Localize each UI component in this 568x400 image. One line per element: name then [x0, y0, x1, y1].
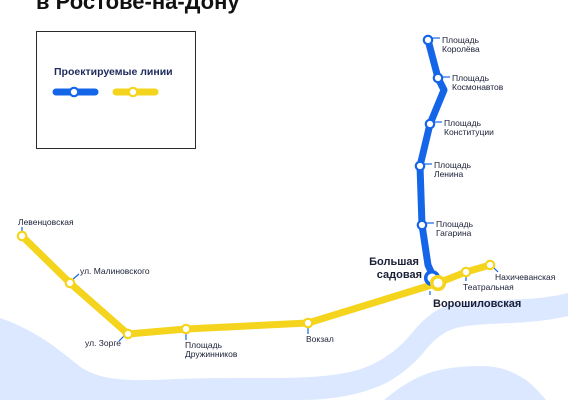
station-teatralnaya[interactable] — [460, 266, 472, 278]
river — [0, 293, 568, 400]
station-levencovskaya[interactable] — [16, 230, 28, 242]
label-teatralnaya: Театральная — [463, 282, 514, 292]
label-gagarina: Площадь Гагарина — [436, 219, 475, 238]
label-malinovskogo: ул. Малиновского — [80, 266, 150, 276]
yellow-stations — [16, 230, 496, 340]
legend-box: Проектируемые линии — [36, 31, 196, 149]
station-kosmonavtov[interactable] — [432, 72, 444, 84]
station-koroleva[interactable] — [422, 34, 434, 46]
legend-title: Проектируемые линии — [54, 66, 173, 78]
label-levencovskaya: Левенцовская — [18, 217, 74, 227]
legend-yellow-station — [127, 86, 139, 98]
river-branch — [384, 366, 546, 400]
station-vokzal[interactable] — [302, 317, 314, 329]
blue-station-labels: Площадь Королёва Площадь Космонавтов Пло… — [434, 35, 504, 238]
river-main — [0, 293, 568, 400]
yellow-station-labels: Левенцовская ул. Малиновского ул. Зорге … — [18, 217, 556, 359]
station-malinovskogo[interactable] — [64, 277, 76, 289]
transfer-station-yellow[interactable] — [429, 274, 447, 292]
station-lenina[interactable] — [414, 160, 426, 172]
yellow-line — [18, 232, 494, 338]
label-koroleva: Площадь Королёва — [442, 35, 481, 54]
station-druzhinnikov[interactable] — [180, 323, 192, 335]
station-konstitucii[interactable] — [424, 118, 436, 130]
station-nakhichevanskaya[interactable] — [484, 259, 496, 271]
label-kosmonavtov: Площадь Космонавтов — [452, 73, 504, 92]
map-heading: в Ростове-на-Дону — [36, 0, 240, 14]
station-zorge[interactable] — [122, 328, 134, 340]
station-gagarina[interactable] — [416, 219, 428, 231]
label-bolshaya-sadovaya: Большая садовая — [369, 256, 422, 281]
legend-blue-station — [68, 86, 80, 98]
blue-stations — [414, 34, 444, 231]
label-zorge: ул. Зорге — [85, 338, 121, 348]
label-konstitucii: Площадь Конституции — [444, 118, 494, 137]
label-voroshilovskaya: Ворошиловская — [433, 298, 521, 310]
transfer-labels: Большая садовая Ворошиловская — [369, 256, 521, 310]
legend-swatches — [52, 86, 159, 98]
transfer-node[interactable] — [423, 269, 447, 292]
label-nakhichevanskaya: Нахичеванская — [495, 272, 556, 282]
label-lenina: Площадь Ленина — [434, 160, 473, 179]
label-druzhinnikov: Площадь Дружинников — [185, 340, 238, 359]
label-vokzal: Вокзал — [306, 334, 334, 344]
